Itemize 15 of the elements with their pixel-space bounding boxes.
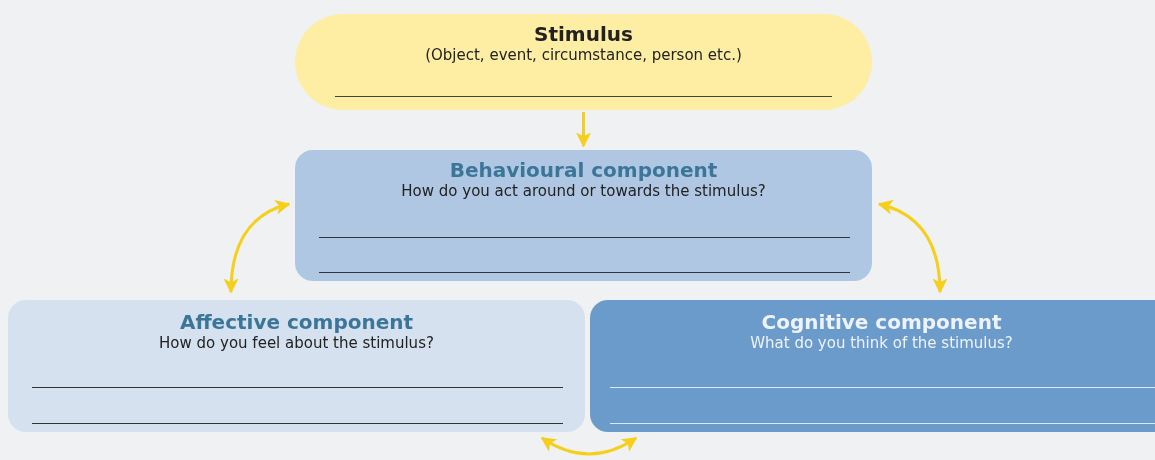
question-text: How do you feel about the stimulus? xyxy=(159,334,434,352)
heading: Behavioural component xyxy=(449,158,718,182)
question-text: What do you think of the stimulus? xyxy=(750,334,1013,352)
component-box xyxy=(8,300,585,432)
component-box xyxy=(590,300,1155,432)
question-text: How do you act around or towards the stimulus? xyxy=(401,182,766,200)
arrow xyxy=(877,200,947,294)
heading: Cognitive component xyxy=(761,310,1002,334)
heading: Stimulus xyxy=(534,22,633,46)
question-text: (Object, event, circumstance, person etc.) xyxy=(425,46,742,64)
arrow xyxy=(223,200,291,294)
heading: Affective component xyxy=(179,310,414,334)
arrow xyxy=(540,436,638,456)
arrow xyxy=(576,112,591,148)
component-box xyxy=(295,150,872,281)
